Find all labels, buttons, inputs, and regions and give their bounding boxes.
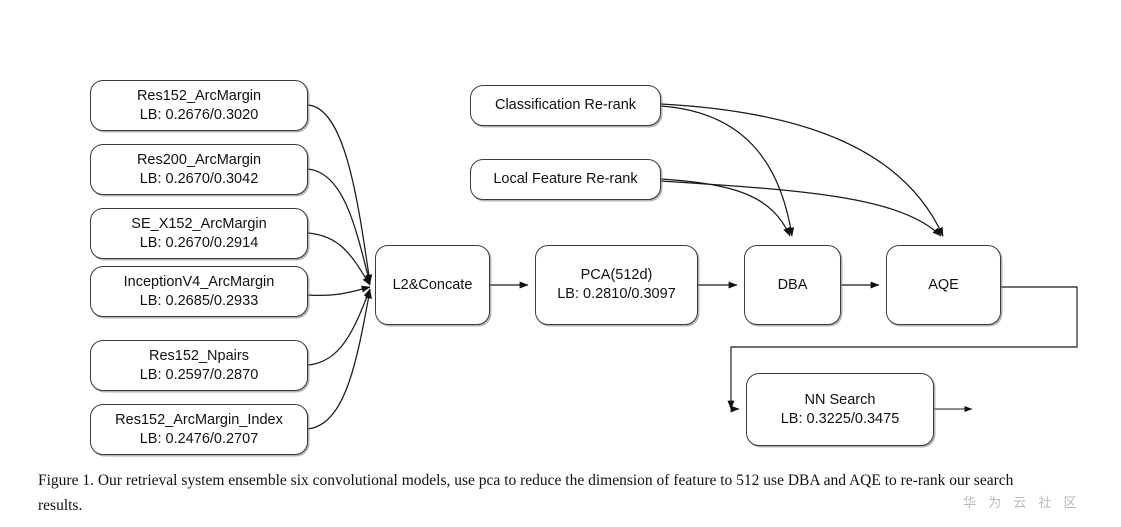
node-score: LB: 0.2676/0.3020 [139, 106, 259, 123]
node-aqe[interactable]: AQE [886, 245, 1001, 325]
edge-localfeature-to-aqe [660, 180, 942, 237]
node-title: L2&Concate [392, 276, 473, 293]
node-title: Res152_Npairs [149, 347, 249, 364]
node-title: DBA [777, 276, 808, 293]
node-model-res152-npairs[interactable]: Res152_Npairs LB: 0.2597/0.2870 [90, 340, 308, 391]
node-nn-search[interactable]: NN Search LB: 0.3225/0.3475 [746, 373, 934, 446]
edge-model2-to-l2 [307, 168, 372, 285]
edge-model6-to-l2 [307, 289, 372, 430]
node-l2-concate[interactable]: L2&Concate [375, 245, 490, 325]
edge-model1-to-l2 [307, 104, 373, 284]
node-title: SE_X152_ArcMargin [131, 215, 267, 232]
node-dba[interactable]: DBA [744, 245, 841, 325]
node-score: LB: 0.2670/0.2914 [139, 234, 259, 251]
edge-model4-to-l2 [307, 285, 371, 297]
node-score: LB: 0.2810/0.3097 [557, 286, 676, 302]
edge-classification-to-dba [660, 105, 795, 237]
node-title: Res152_ArcMargin_Index [115, 411, 283, 428]
node-title: NN Search [804, 391, 876, 408]
node-title: Classification Re-rank [494, 97, 637, 114]
watermark-text: 华 为 云 社 区 [963, 496, 1081, 511]
node-model-res152-arcmargin-index[interactable]: Res152_ArcMargin_Index LB: 0.2476/0.2707 [90, 404, 308, 455]
node-title: InceptionV4_ArcMargin [123, 273, 275, 290]
node-model-se-x152-arcmargin[interactable]: SE_X152_ArcMargin LB: 0.2670/0.2914 [90, 208, 308, 259]
node-model-res200-arcmargin[interactable]: Res200_ArcMargin LB: 0.2670/0.3042 [90, 144, 308, 195]
node-score: LB: 0.2670/0.3042 [139, 170, 259, 187]
node-score: LB: 0.2685/0.2933 [139, 292, 259, 309]
edge-model3-to-l2 [307, 232, 371, 286]
edge-localfeature-to-dba [660, 178, 791, 237]
node-local-feature-rerank[interactable]: Local Feature Re-rank [470, 159, 661, 200]
edge-model5-to-l2 [307, 288, 371, 366]
node-title: Res200_ArcMargin [136, 151, 262, 168]
node-score: LB: 0.3225/0.3475 [780, 410, 900, 427]
node-title: AQE [928, 276, 959, 293]
node-model-inceptionv4-arcmargin[interactable]: InceptionV4_ArcMargin LB: 0.2685/0.2933 [90, 266, 308, 317]
node-score: LB: 0.2476/0.2707 [139, 430, 259, 447]
node-model-res152-arcmargin[interactable]: Res152_ArcMargin LB: 0.2676/0.3020 [90, 80, 308, 131]
node-classification-rerank[interactable]: Classification Re-rank [470, 85, 661, 126]
node-title: PCA(512d) [580, 267, 653, 284]
node-title: Local Feature Re-rank [493, 171, 638, 188]
node-title: Res152_ArcMargin [136, 87, 262, 104]
figure-caption: Figure 1. Our retrieval system ensemble … [38, 472, 1014, 515]
node-score: LB: 0.2597/0.2870 [139, 366, 259, 383]
edge-classification-to-aqe [660, 103, 944, 237]
node-pca-512d[interactable]: PCA(512d) LB: 0.2810/0.3097 [535, 245, 698, 325]
